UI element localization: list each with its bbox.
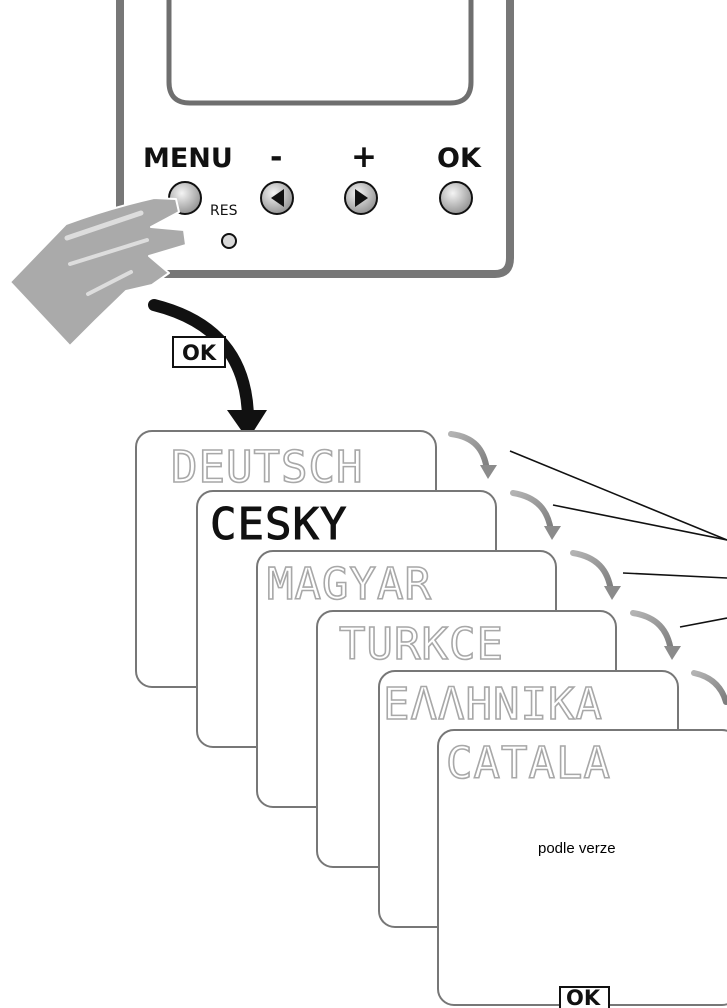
language-label-magyar: MAGYAR bbox=[267, 559, 432, 610]
reset-button-label: RES bbox=[210, 203, 238, 219]
plus-button-label: + bbox=[351, 139, 377, 175]
hand-pointer-icon bbox=[9, 197, 187, 347]
language-label-catala: CATALA bbox=[446, 738, 611, 789]
language-label-turkce: TURKCE bbox=[339, 619, 504, 670]
language-label-cesky: CESKY bbox=[210, 499, 347, 550]
menu-button-label: MENU bbox=[143, 143, 233, 174]
main-flow-arrow bbox=[148, 299, 267, 440]
down-arrow-icon bbox=[227, 410, 267, 440]
ok-button-label: OK bbox=[437, 143, 482, 174]
ok-button[interactable] bbox=[439, 181, 473, 215]
reset-button[interactable] bbox=[221, 233, 237, 249]
remote-display-window bbox=[166, 0, 474, 106]
version-note: podle verze bbox=[538, 840, 616, 857]
ok-badge: OK bbox=[172, 336, 226, 368]
language-label-ellinika: EΛΛHNIKA bbox=[383, 679, 603, 730]
minus-button-label: - bbox=[270, 140, 282, 175]
left-arrow-icon bbox=[271, 189, 284, 207]
language-panel-catala: CATALA podle verze OK bbox=[437, 729, 727, 1008]
bottom-ok-label: OK bbox=[566, 986, 601, 1008]
minus-button[interactable] bbox=[260, 181, 294, 215]
language-panel-stack: DEUTSCH CESKY MAGYAR TURKCE bbox=[135, 430, 727, 1008]
plus-button[interactable] bbox=[344, 181, 378, 215]
ok-badge-label: OK bbox=[182, 341, 217, 365]
language-leader-lines bbox=[509, 450, 727, 628]
remote-control: MENU - + OK RES bbox=[116, 0, 514, 278]
language-label-deutsch: DEUTSCH bbox=[171, 442, 363, 493]
right-arrow-icon bbox=[355, 189, 368, 207]
bottom-ok-badge: OK bbox=[559, 986, 610, 1008]
